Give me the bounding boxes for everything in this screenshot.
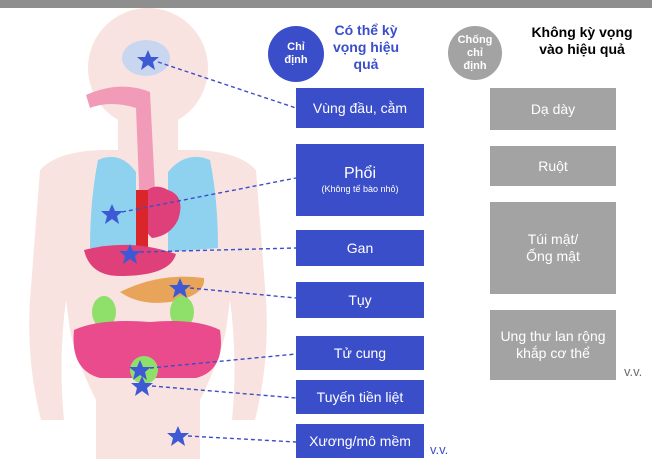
indicated-liver-label: Gan — [347, 240, 373, 257]
indicated-pancreas-label: Tụy — [348, 292, 371, 309]
contra-widespread-label: Ung thư lan rộng khắp cơ thể — [500, 328, 605, 362]
aorta — [136, 190, 148, 250]
indicated-title: Có thể kỳ vọng hiệu quả — [320, 22, 412, 73]
indicated-bone-label: Xương/mô mềm — [309, 433, 411, 450]
contra-widespread: Ung thư lan rộng khắp cơ thể — [490, 310, 616, 380]
indicated-pancreas: Tụy — [296, 282, 424, 318]
indicated-uterus-label: Tử cung — [334, 345, 386, 362]
indicated-prostate: Tuyến tiền liệt — [296, 380, 424, 414]
indicated-lung-sub: (Không tế bào nhỏ) — [321, 184, 398, 195]
contra-intestine: Ruột — [490, 146, 616, 186]
contra-gallbladder-label: Túi mật/ Ống mật — [526, 231, 580, 265]
contraindicated-title: Không kỳ vọng vào hiệu quả — [520, 24, 644, 58]
contraindicated-badge: Chống chỉ định — [448, 26, 502, 80]
contra-etc: v.v. — [624, 364, 642, 379]
indicated-prostate-label: Tuyến tiền liệt — [317, 389, 404, 406]
contra-intestine-label: Ruột — [538, 158, 568, 175]
indicated-uterus: Tử cung — [296, 336, 424, 370]
indicated-liver: Gan — [296, 230, 424, 266]
indicated-bone-soft-tissue: Xương/mô mềm — [296, 424, 424, 458]
contra-stomach: Dạ dày — [490, 88, 616, 130]
indicated-badge: Chỉ định — [268, 26, 324, 82]
indicated-lung-label: Phổi — [344, 165, 376, 182]
indicated-head-chin-label: Vùng đầu, cằm — [313, 100, 407, 117]
indicated-etc: v.v. — [430, 442, 448, 457]
contra-stomach-label: Dạ dày — [531, 101, 575, 118]
left-lung — [90, 157, 136, 252]
contra-gallbladder: Túi mật/ Ống mật — [490, 202, 616, 294]
indicated-head-chin: Vùng đầu, cằm — [296, 88, 424, 128]
indicated-lung: Phổi (Không tế bào nhỏ) — [296, 144, 424, 216]
